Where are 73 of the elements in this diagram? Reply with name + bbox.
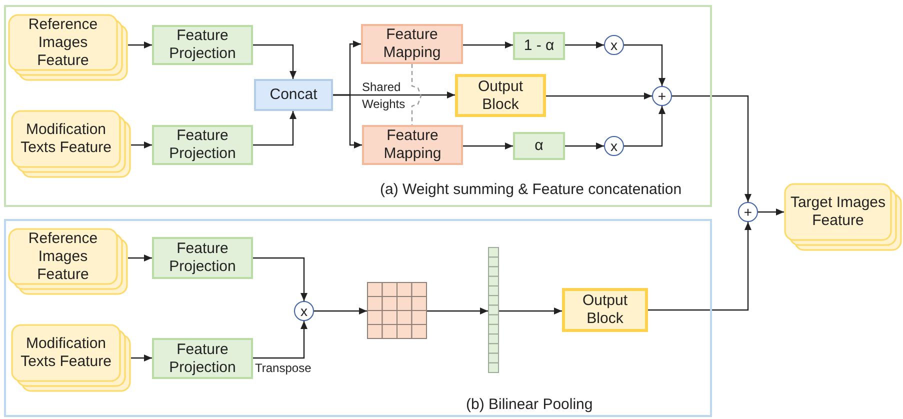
stacked-card [784, 183, 902, 251]
stacked-card [11, 110, 131, 178]
operator-symbol: + [744, 205, 752, 219]
operator-symbol: x [610, 38, 618, 52]
box-label: 1 - α [524, 37, 554, 55]
arrow [463, 142, 513, 150]
arrow [624, 44, 666, 86]
arrow [565, 42, 604, 48]
stacked-card [8, 14, 128, 81]
card-label: Target Images Feature [790, 194, 886, 230]
arrow [333, 94, 362, 148]
box-label: Feature Projection [168, 340, 237, 376]
box-label: Concat [270, 86, 318, 104]
box-label: Feature Projection [168, 27, 237, 63]
stacked-card [8, 228, 128, 295]
box-label: Output Block [476, 78, 524, 114]
box-label: Feature Projection [168, 240, 237, 276]
vector-drawing [488, 247, 499, 373]
arrow [253, 111, 296, 146]
arrow [253, 44, 296, 79]
matrix-grid-drawing [367, 282, 427, 339]
output-box [562, 288, 648, 332]
arrow [131, 354, 152, 362]
card-label: Reference Images Feature [27, 230, 99, 284]
arrow [253, 257, 308, 301]
arrow [314, 308, 367, 314]
box-label: Feature Projection [168, 127, 237, 163]
edge-label: Transpose [255, 360, 312, 377]
panel-caption: (b) Bilinear Pooling [466, 396, 593, 413]
panel [4, 219, 712, 417]
panel [4, 5, 712, 207]
arrow [463, 42, 513, 48]
process-box [152, 237, 253, 279]
operator-symbol: x [300, 304, 308, 318]
operator-circle [294, 301, 314, 321]
box-label: Feature Mapping [382, 127, 442, 163]
card-label: Reference Images Feature [27, 16, 99, 70]
arrow [546, 92, 652, 100]
stacked-card [11, 324, 131, 392]
arrow [128, 254, 152, 262]
arrow [128, 42, 152, 48]
arrow [624, 106, 666, 147]
arrow [131, 142, 152, 148]
arrow [253, 321, 308, 359]
operator-symbol: x [610, 139, 618, 153]
arrow [427, 308, 488, 314]
process-box [152, 338, 253, 379]
card-label: Modification Texts Feature [20, 335, 112, 371]
arrow [499, 308, 562, 314]
process-box [152, 125, 253, 165]
box-label: Feature Mapping [382, 26, 442, 62]
process-box [152, 25, 253, 65]
arrow [672, 95, 752, 202]
edge-label: Shared Weights [362, 79, 406, 113]
operator-circle [738, 202, 758, 222]
process-box [362, 125, 463, 165]
card-label: Modification Texts Feature [20, 121, 112, 157]
operator-circle [604, 136, 624, 156]
operator-symbol: + [658, 89, 666, 103]
box-label: α [534, 137, 544, 155]
output-box [455, 74, 546, 117]
process-box [361, 24, 463, 64]
arrow [565, 142, 604, 150]
arrow [758, 208, 784, 216]
connector-line [411, 64, 422, 125]
box-label: Output Block [581, 292, 629, 328]
operator-circle [652, 86, 672, 106]
panel-caption: (a) Weight summing & Feature concatenation [380, 181, 682, 198]
operator-circle [604, 35, 624, 55]
arrow [648, 222, 752, 311]
process-box [513, 32, 565, 60]
process-box [254, 79, 333, 111]
process-box [513, 132, 565, 160]
